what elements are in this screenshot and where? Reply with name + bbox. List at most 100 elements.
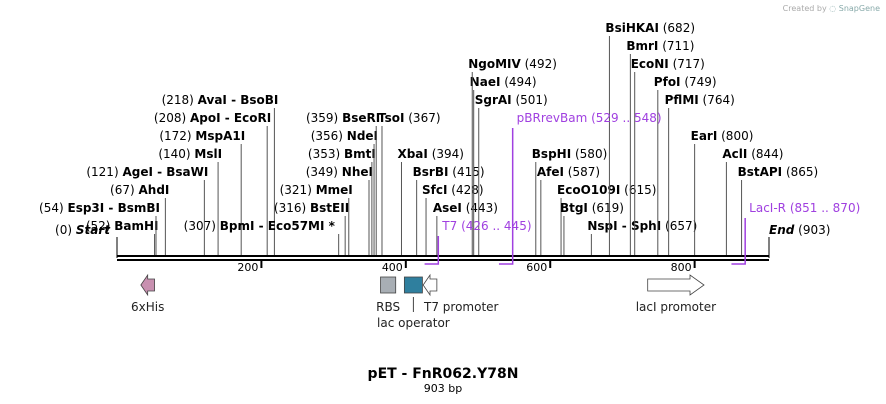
site-label: EcoO109I (615) <box>557 183 656 197</box>
site-label: BsrBI (415) <box>413 165 485 179</box>
site-label-part: BtgI <box>560 201 588 215</box>
site-label-part: (54) <box>39 201 67 215</box>
site-label-part: AvaI - BsoBI <box>198 93 279 107</box>
primer-label: T7 (426 .. 445) <box>441 219 531 233</box>
site-label-part: (218) <box>162 93 198 107</box>
site-label: TsoI (367) <box>378 111 441 125</box>
site-label-part: Esp3I - BsmBI <box>68 201 160 215</box>
site-label-part: NheI <box>342 165 373 179</box>
site-label: XbaI (394) <box>397 147 464 161</box>
map-length: 903 bp <box>424 382 462 395</box>
site-label-part: NaeI <box>470 75 501 89</box>
site-label-part: AclI <box>722 147 747 161</box>
site-label: BmrI (711) <box>626 39 694 53</box>
snapgene-brand: ◌ SnapGene <box>829 4 880 13</box>
site-label-part: (501) <box>512 93 548 107</box>
site-label-part: (657) <box>661 219 697 233</box>
ruler-tick-label: 800 <box>671 261 692 274</box>
primer-bracket <box>731 218 746 265</box>
site-label: AfeI (587) <box>537 165 600 179</box>
site-label-part: BpmI - Eco57MI * <box>220 219 336 233</box>
site-label: NgoMIV (492) <box>468 57 557 71</box>
site-label-part: ApoI - EcoRI <box>190 111 271 125</box>
site-label-part: BmrI <box>626 39 658 53</box>
credit-text: Created by ◌ SnapGene <box>783 4 880 13</box>
site-label: (208) ApoI - EcoRI <box>154 111 271 125</box>
site-label-part: (619) <box>588 201 624 215</box>
site-label: PflMI (764) <box>665 93 735 107</box>
site-label-part: TsoI <box>378 111 404 125</box>
site-label-part: (428) <box>447 183 483 197</box>
site-label-part: (367) <box>404 111 440 125</box>
site-label-part: (67) <box>110 183 138 197</box>
site-label: PfoI (749) <box>654 75 717 89</box>
site-label-part: BseRI <box>342 111 380 125</box>
site-label-part: (682) <box>659 21 695 35</box>
site-label-part: (580) <box>571 147 607 161</box>
site-label: (218) AvaI - BsoBI <box>162 93 279 107</box>
site-label-part: AhdI <box>138 183 169 197</box>
site-label-part: (711) <box>658 39 694 53</box>
site-label-part: (844) <box>747 147 783 161</box>
site-label: EarI (800) <box>691 129 754 143</box>
end-label-text: End <box>769 223 795 237</box>
site-label-part: (359) <box>306 111 342 125</box>
site-label: (121) AgeI - BsaWI <box>86 165 208 179</box>
site-label-part: (394) <box>428 147 464 161</box>
site-label-part: (208) <box>154 111 190 125</box>
start-label-text: Start <box>76 223 111 237</box>
feature-arrow-left <box>422 273 438 297</box>
site-label-part: MspA1I <box>195 129 245 143</box>
site-label-part: AseI <box>433 201 462 215</box>
site-label-part: (140) <box>158 147 194 161</box>
site-label-part: (52) <box>86 219 114 233</box>
site-label: (316) BstEII <box>274 201 349 215</box>
site-label-part: (492) <box>521 57 557 71</box>
site-label: (307) BpmI - Eco57MI * <box>184 219 336 233</box>
feature-label: lac operator <box>377 316 450 330</box>
site-label-part: (749) <box>681 75 717 89</box>
site-label-part: (717) <box>669 57 705 71</box>
site-label: EcoNI (717) <box>631 57 705 71</box>
site-label-part: (443) <box>462 201 498 215</box>
site-label: (54) Esp3I - BsmBI <box>39 201 160 215</box>
site-label: (321) MmeI <box>280 183 353 197</box>
site-label: (140) MslI <box>158 147 222 161</box>
site-label-part: BstAPI <box>738 165 783 179</box>
primer-label: LacI-R (851 .. 870) <box>749 201 860 215</box>
feature-arrow-right <box>647 274 705 296</box>
site-label-part: XbaI <box>397 147 427 161</box>
site-label-part: (615) <box>620 183 656 197</box>
site-label-part: (321) <box>280 183 316 197</box>
site-label: BspHI (580) <box>532 147 607 161</box>
feature-label: 6xHis <box>131 300 164 314</box>
ruler-tick-label: 200 <box>237 261 258 274</box>
site-label: BsiHKAI (682) <box>605 21 695 35</box>
site-label-part: (316) <box>274 201 310 215</box>
site-label-part: EarI <box>691 129 718 143</box>
ruler-tick-label: 400 <box>382 261 403 274</box>
start-label: (0) Start <box>55 223 111 237</box>
site-label-part: (865) <box>782 165 818 179</box>
site-label-part: (172) <box>159 129 195 143</box>
site-label-part: BstEII <box>310 201 349 215</box>
site-label: (349) NheI <box>306 165 373 179</box>
site-label-part: BamHI <box>114 219 158 233</box>
feature-label: RBS <box>376 300 400 314</box>
site-label: (359) BseRI <box>306 111 380 125</box>
site-label-part: AfeI <box>537 165 564 179</box>
feature-label: T7 promoter <box>423 300 499 314</box>
site-label: AseI (443) <box>433 201 498 215</box>
site-label-part: EcoNI <box>631 57 669 71</box>
site-label: AclI (844) <box>722 147 783 161</box>
site-label-part: PflMI <box>665 93 699 107</box>
site-label-part: SfcI <box>422 183 447 197</box>
site-label: SfcI (428) <box>422 183 484 197</box>
site-label: BstAPI (865) <box>738 165 819 179</box>
site-label-part: (494) <box>500 75 536 89</box>
feature-arrow-left <box>140 273 155 297</box>
site-label-part: NgoMIV <box>468 57 521 71</box>
site-label: NaeI (494) <box>470 75 537 89</box>
site-label-part: (356) <box>311 129 347 143</box>
